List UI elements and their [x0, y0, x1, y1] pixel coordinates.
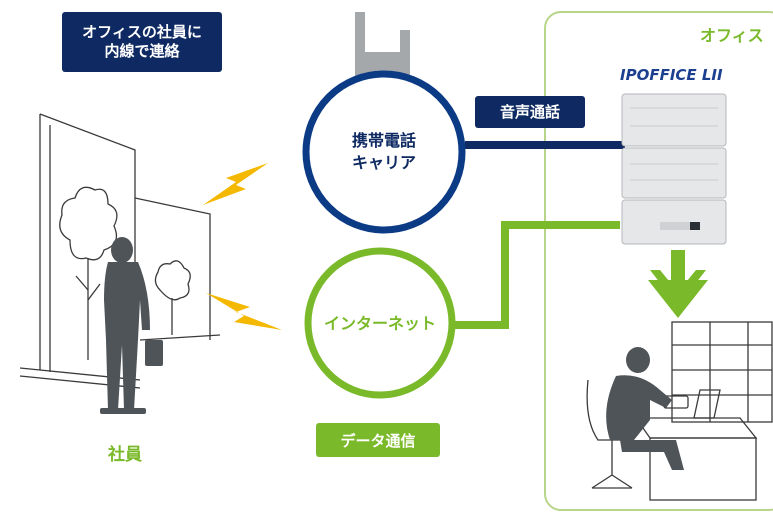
voice-call-badge: 音声通話 — [475, 96, 585, 128]
carrier-label: 携帯電話 キャリア — [351, 131, 416, 172]
office-worker-illustration — [586, 321, 773, 501]
lightning-icon-upper — [203, 163, 268, 205]
product-logo-text: IPOFFICE LII — [620, 66, 723, 84]
callout-box: オフィスの社員に 内線で連絡 — [62, 12, 222, 72]
arrow-down-icon — [648, 250, 708, 318]
pbx-unit-icon — [621, 93, 727, 245]
internet-circle — [304, 247, 456, 399]
data-link-line — [435, 221, 620, 329]
lightning-icon-lower — [206, 293, 282, 330]
city-background-illustration — [19, 113, 221, 389]
employee-label: 社員 — [108, 444, 142, 465]
office-title: オフィス — [700, 26, 764, 45]
carrier-circle — [302, 70, 466, 234]
data-comm-badge: データ通信 — [316, 423, 440, 457]
employee-silhouette — [100, 237, 163, 414]
internet-label: インターネット — [323, 314, 436, 333]
product-logo: IPOFFICE LII — [620, 66, 723, 84]
office-area-frame — [544, 11, 773, 511]
